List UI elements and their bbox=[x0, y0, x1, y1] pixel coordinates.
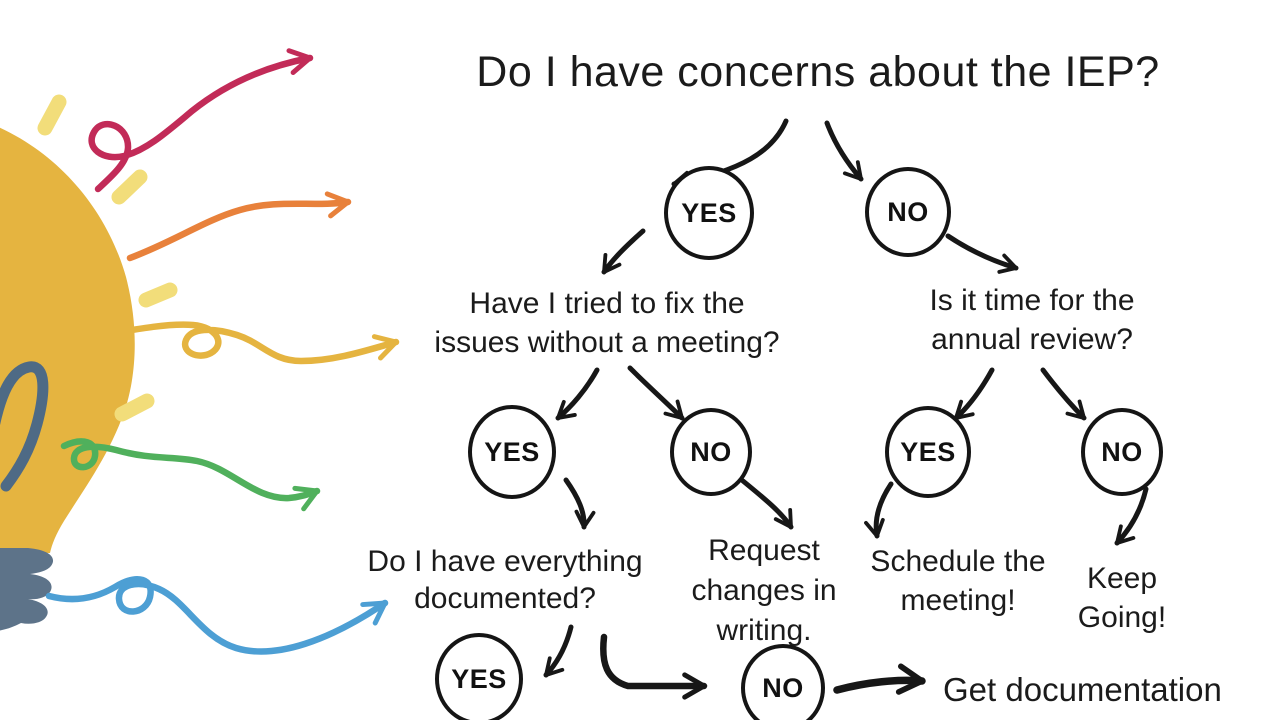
arrow-no4-to-get-documentation bbox=[833, 663, 926, 695]
question-fix-issues: Have I tried to fix the issues without a… bbox=[434, 287, 780, 359]
annual-review-no-node: NO bbox=[1081, 408, 1163, 496]
arrow-fix-to-no2 bbox=[627, 365, 685, 421]
root-yes-node: YES bbox=[664, 166, 754, 260]
documented-yes-node: YES bbox=[435, 633, 523, 720]
arrow-yes1-to-fix-question bbox=[601, 228, 646, 275]
arrow-documented-to-yes4 bbox=[543, 624, 574, 678]
question-annual-review: Is it time for the annual review? bbox=[929, 284, 1135, 356]
outcome-schedule-meeting: Schedule the meeting! bbox=[870, 545, 1046, 617]
green-squiggle-arrow bbox=[60, 438, 321, 512]
diagram-title: Do I have concerns about the IEP? bbox=[476, 48, 1160, 96]
root-no-node: NO bbox=[865, 167, 951, 257]
arrow-no1-to-annual-question bbox=[945, 233, 1019, 274]
arrow-fix-to-yes2 bbox=[555, 367, 600, 421]
yellow-squiggle-arrow bbox=[88, 321, 400, 365]
arrow-annual-to-no3 bbox=[1040, 367, 1087, 421]
arrow-documented-to-no4 bbox=[600, 633, 708, 700]
lightbulb-filament bbox=[0, 361, 49, 492]
fix-issues-no-node: NO bbox=[670, 408, 752, 496]
arrow-root-to-no bbox=[824, 120, 864, 182]
lightbulb-illustration bbox=[0, 48, 400, 655]
arrow-no3-to-keep-going bbox=[1114, 486, 1149, 546]
arrow-yes3-to-schedule bbox=[864, 481, 894, 539]
documented-no-node: NO bbox=[741, 644, 825, 720]
outcome-keep-going: Keep Going! bbox=[1077, 562, 1167, 634]
blue-squiggle-arrow bbox=[45, 576, 389, 655]
outcome-get-documentation: Get documentation bbox=[943, 671, 1222, 708]
lightbulb-ray-dashes bbox=[37, 94, 178, 422]
arrow-annual-to-yes3 bbox=[953, 367, 995, 421]
orange-squiggle-arrow bbox=[126, 191, 352, 262]
fix-issues-yes-node: YES bbox=[468, 405, 556, 499]
annual-review-yes-node: YES bbox=[885, 406, 971, 498]
arrow-no2-to-request bbox=[740, 478, 794, 530]
outcome-request-changes: Request changes in writing. bbox=[691, 534, 837, 647]
question-documented: Do I have everything documented? bbox=[367, 545, 643, 615]
red-squiggle-arrow bbox=[88, 48, 314, 193]
lightbulb-base bbox=[0, 548, 54, 631]
arrow-yes2-to-documented bbox=[563, 477, 596, 530]
